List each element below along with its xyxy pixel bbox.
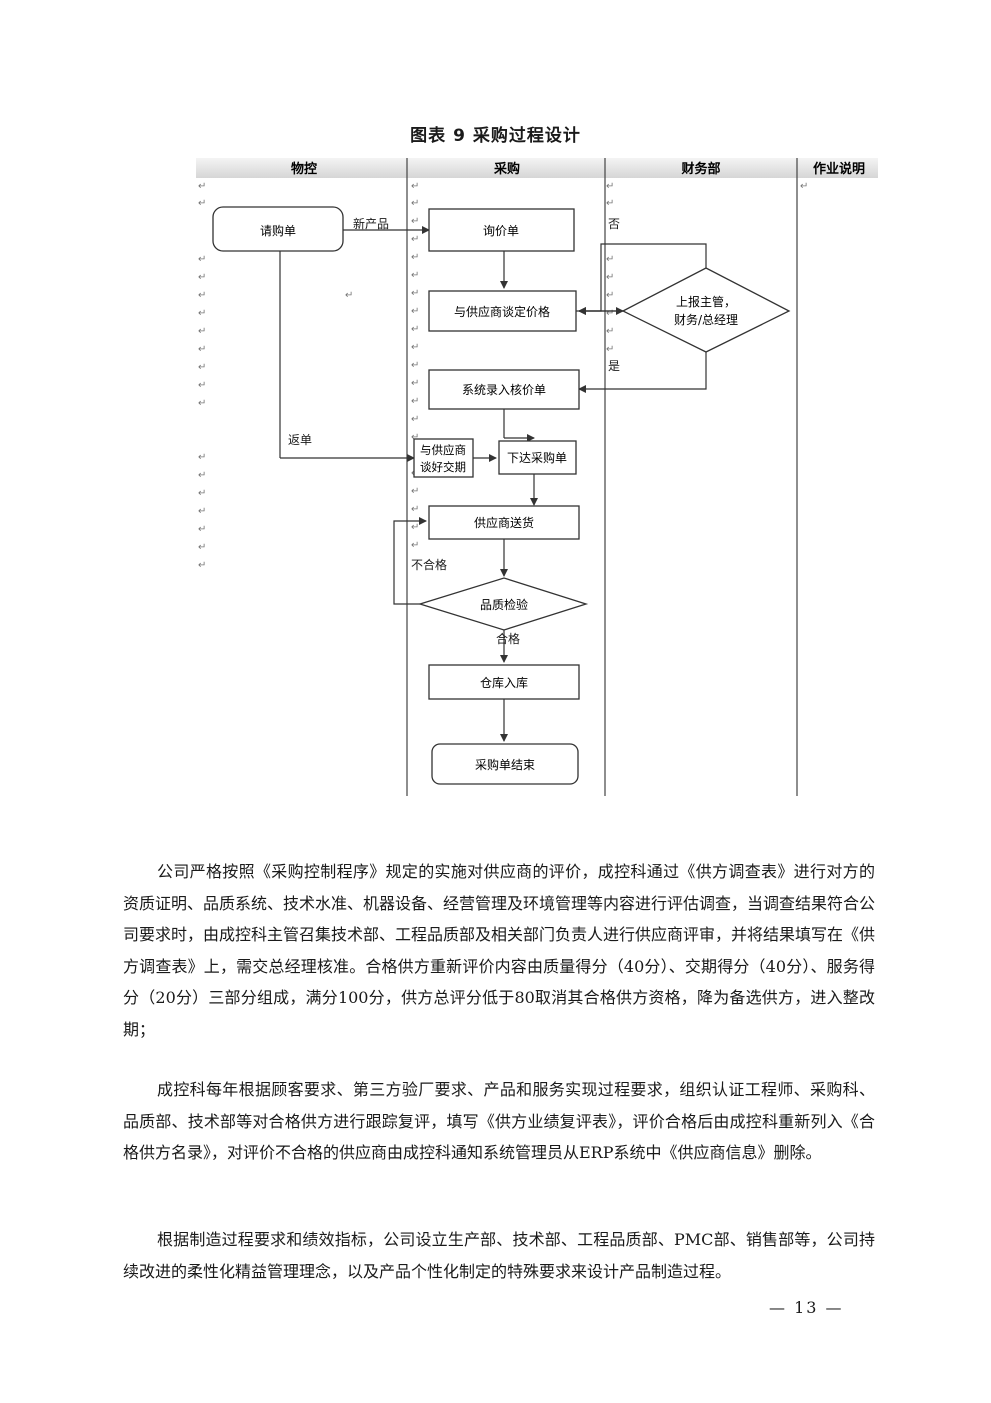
paragraph-process-design: 根据制造过程要求和绩效指标，公司设立生产部、技术部、工程品质部、PMC部、销售部… [123,1230,875,1281]
svg-text:↵: ↵ [198,362,206,373]
svg-text:↵: ↵ [198,344,206,355]
node-delivery-line2: 谈好交期 [420,460,466,474]
node-supplier-delivery: 供应商送货 [428,505,580,540]
svg-text:↵: ↵ [198,506,206,517]
svg-text:↵: ↵ [198,380,206,391]
lane-header-material-control: 物控 [291,161,317,177]
svg-text:↵: ↵ [411,288,419,299]
svg-text:↵: ↵ [198,181,206,192]
lane-header-notes: 作业说明 [813,161,865,177]
svg-text:↵: ↵ [411,306,419,317]
node-request: 请购单 [212,206,344,252]
node-warehouse-in-label: 仓库入库 [480,675,528,690]
svg-text:↵: ↵ [606,290,614,301]
node-supplier-delivery-label: 供应商送货 [474,515,534,530]
paragraph-supplier-evaluation: 公司严格按照《采购控制程序》规定的实施对供应商的评价，成控科通过《供方调查表》进… [123,862,876,1039]
svg-text:↵: ↵ [198,290,206,301]
svg-text:↵: ↵ [411,181,419,192]
edge-label-no: 否 [608,217,620,231]
svg-text:↵: ↵ [411,396,419,407]
node-issue-po: 下达采购单 [498,440,577,475]
node-request-label: 请购单 [260,223,296,238]
purchase-process-flowchart: 物控 采购 财务部 作业说明 ↵ ↵ ↵ ↵ ↵ ↵ ↵ ↵ ↵ ↵ ↵ ↵ ↵… [196,158,878,796]
lane-header-purchasing: 采购 [493,161,520,177]
node-report-line1: 上报主管， [676,294,736,309]
svg-text:↵: ↵ [198,488,206,499]
node-negotiate-price-label: 与供应商谈定价格 [454,304,550,319]
svg-text:↵: ↵ [411,216,419,227]
svg-text:↵: ↵ [411,522,419,533]
svg-text:↵: ↵ [411,252,419,263]
svg-text:↵: ↵ [800,181,808,192]
edge-label-unqualified: 不合格 [411,557,447,572]
svg-text:↵: ↵ [411,324,419,335]
svg-text:↵: ↵ [198,560,206,571]
lane-header-finance: 财务部 [681,161,720,177]
svg-text:↵: ↵ [606,181,614,192]
edge-labels: 新产品 返单 否 是 不合格 合格 [288,216,620,646]
node-inquiry: 询价单 [428,208,575,252]
svg-text:↵: ↵ [606,344,614,355]
edge-label-yes: 是 [608,359,620,373]
svg-text:↵: ↵ [198,308,206,319]
svg-text:↵: ↵ [606,326,614,337]
svg-text:↵: ↵ [411,432,419,443]
node-po-end: 采购单结束 [431,743,579,785]
node-report-decision: 上报主管， 财务/总经理 [621,267,791,353]
svg-text:↵: ↵ [198,272,206,283]
node-warehouse-in: 仓库入库 [428,664,580,700]
node-report-line2: 财务/总经理 [674,312,738,327]
svg-text:↵: ↵ [606,198,614,209]
swimlane-header [196,158,878,178]
node-delivery-schedule: 与供应商 谈好交期 [413,438,474,478]
svg-text:↵: ↵ [411,234,419,245]
svg-text:↵: ↵ [606,308,614,319]
svg-text:↵: ↵ [198,470,206,481]
svg-text:↵: ↵ [411,540,419,551]
svg-text:↵: ↵ [606,272,614,283]
edge-label-new-product: 新产品 [353,216,389,231]
svg-text:↵: ↵ [411,198,419,209]
paragraph-annual-review: 成控科每年根据顾客要求、第三方验厂要求、产品和服务实现过程要求，组织认证工程师、… [123,1080,875,1162]
page-number: — 13 — [769,1298,844,1317]
lane-dividers [406,158,798,796]
node-issue-po-label: 下达采购单 [507,450,567,465]
svg-text:↵: ↵ [198,398,206,409]
edge-label-return-order: 返单 [288,433,312,447]
svg-text:↵: ↵ [411,486,419,497]
svg-text:↵: ↵ [411,360,419,371]
connectors [279,226,707,742]
svg-text:↵: ↵ [345,290,353,301]
svg-text:↵: ↵ [198,524,206,535]
svg-text:↵: ↵ [411,378,419,389]
svg-text:↵: ↵ [606,254,614,265]
svg-text:↵: ↵ [198,326,206,337]
node-quality-check-label: 品质检验 [480,597,528,612]
svg-text:↵: ↵ [411,270,419,281]
node-delivery-line1: 与供应商 [420,443,466,457]
node-quality-check: 品质检验 [417,577,589,631]
node-po-end-label: 采购单结束 [475,757,535,772]
svg-text:↵: ↵ [411,342,419,353]
node-inquiry-label: 询价单 [483,224,519,238]
node-negotiate-price: 与供应商谈定价格 [428,290,577,332]
svg-text:↵: ↵ [411,504,419,515]
node-system-entry: 系统录入核价单 [428,369,580,410]
svg-text:↵: ↵ [198,542,206,553]
svg-text:↵: ↵ [198,198,206,209]
edge-label-qualified: 合格 [496,631,520,646]
svg-text:↵: ↵ [198,254,206,265]
svg-text:↵: ↵ [198,452,206,463]
node-system-entry-label: 系统录入核价单 [462,383,546,397]
paragraph-marks: ↵ ↵ ↵ ↵ ↵ ↵ ↵ ↵ ↵ ↵ ↵ ↵ ↵ ↵ ↵ ↵ ↵ ↵ ↵ ↵ … [198,181,808,571]
figure-caption: 图表 9 采购过程设计 [410,126,581,146]
svg-text:↵: ↵ [411,414,419,425]
